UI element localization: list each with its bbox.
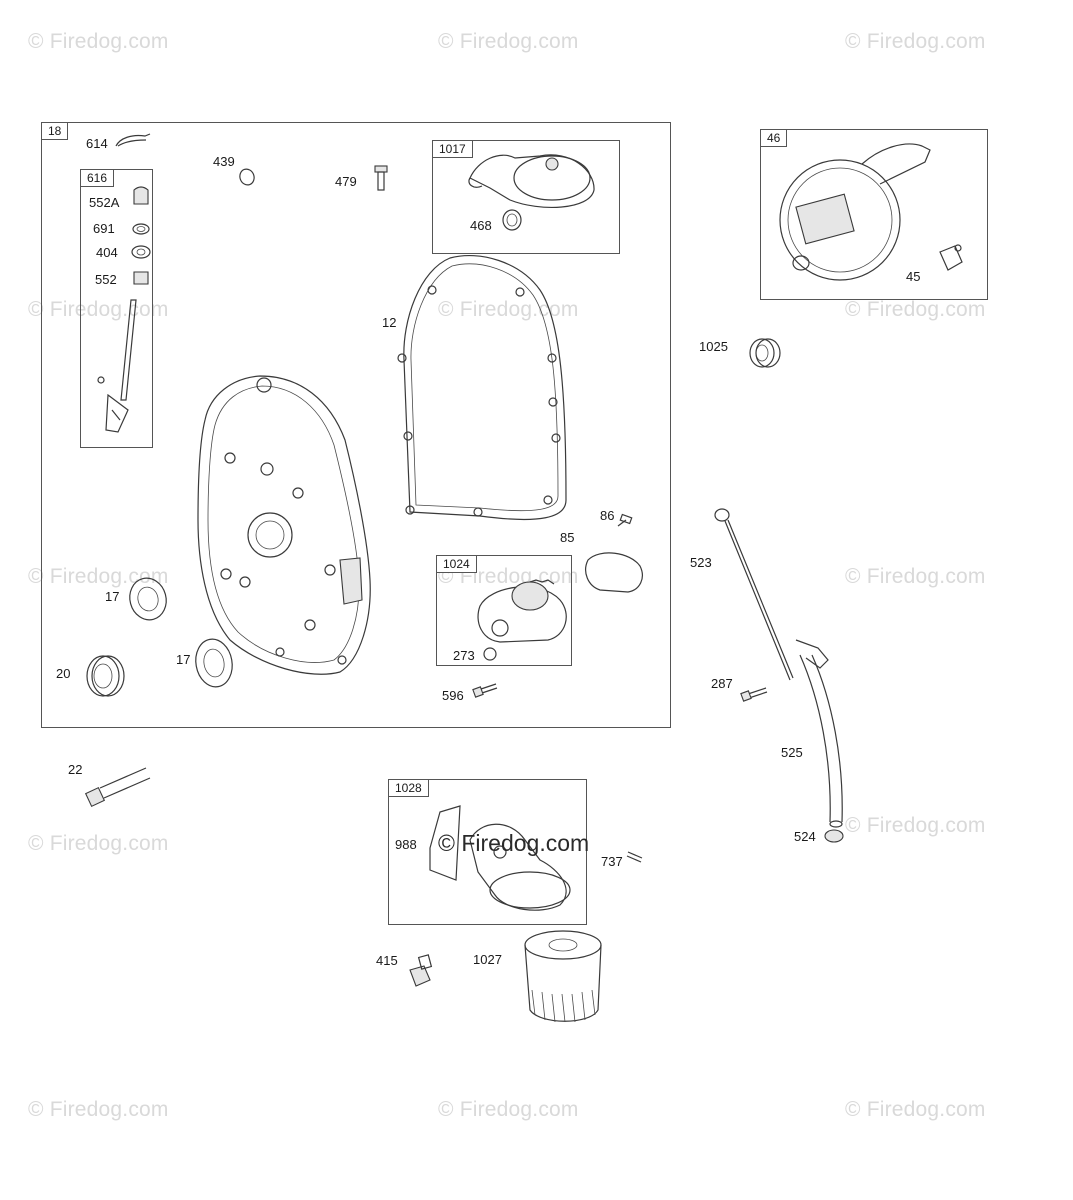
group-box-1028: 1028 <box>388 779 587 925</box>
callout-552a: 552A <box>89 195 120 210</box>
callout-22: 22 <box>68 762 83 777</box>
watermark: © Firedog.com <box>845 814 986 837</box>
hairpin-clip-part <box>115 133 151 147</box>
callout-287: 287 <box>711 676 733 691</box>
breather-part <box>468 154 595 231</box>
watermark-center: © Firedog.com <box>438 830 590 856</box>
oil-filter-part <box>524 930 602 1023</box>
callout-523: 523 <box>690 555 712 570</box>
callout-988: 988 <box>395 837 417 852</box>
watermark: © Firedog.com <box>28 565 169 588</box>
callout-17-right: 17 <box>176 652 191 667</box>
bolt-part <box>84 767 151 808</box>
callout-552: 552 <box>95 272 117 287</box>
group-box-616: 616 <box>80 169 153 448</box>
callout-86: 86 <box>600 508 615 523</box>
callout-415: 415 <box>376 953 398 968</box>
group-label: 1028 <box>388 779 429 797</box>
washer-part <box>239 168 255 186</box>
governor-parts <box>97 186 151 433</box>
callout-691: 691 <box>93 221 115 236</box>
watermark: © Firedog.com <box>845 1098 986 1121</box>
gasket-part <box>397 254 567 521</box>
watermark: © Firedog.com <box>845 565 986 588</box>
callout-596: 596 <box>442 688 464 703</box>
group-box-1024: 1024 <box>436 555 572 666</box>
dipstick-tube-part <box>799 654 843 828</box>
oil-seal-part <box>86 655 125 697</box>
group-label: 18 <box>41 122 69 140</box>
watermark: © Firedog.com <box>28 30 169 53</box>
callout-12: 12 <box>382 315 397 330</box>
screw-part <box>626 851 643 863</box>
group-box-18: 18 <box>41 122 671 728</box>
callout-273: 273 <box>453 648 475 663</box>
cap-part <box>824 829 844 843</box>
watermark: © Firedog.com <box>28 298 169 321</box>
callout-439: 439 <box>213 154 235 169</box>
watermark: © Firedog.com <box>845 298 986 321</box>
callout-524: 524 <box>794 829 816 844</box>
group-label: 1017 <box>432 140 473 158</box>
screw-part <box>617 513 633 527</box>
group-label: 1024 <box>436 555 477 573</box>
watermark: © Firedog.com <box>438 30 579 53</box>
group-box-46: 46 <box>760 129 988 300</box>
callout-614: 614 <box>86 136 108 151</box>
group-label: 46 <box>760 129 788 147</box>
dipstick-part <box>714 508 829 681</box>
bearing-part <box>195 638 233 688</box>
oil-filter-adapter-part <box>429 805 571 911</box>
callout-20: 20 <box>56 666 71 681</box>
callout-45: 45 <box>906 269 921 284</box>
watermark: © Firedog.com <box>438 298 579 321</box>
callout-1025: 1025 <box>699 339 728 354</box>
screw-part <box>374 165 388 191</box>
screw-part <box>740 687 768 702</box>
callout-17-left: 17 <box>105 589 120 604</box>
watermark: © Firedog.com <box>845 30 986 53</box>
watermark: © Firedog.com <box>28 832 169 855</box>
callout-468: 468 <box>470 218 492 233</box>
watermark: © Firedog.com <box>438 1098 579 1121</box>
callout-85: 85 <box>560 530 575 545</box>
callout-404: 404 <box>96 245 118 260</box>
callout-479: 479 <box>335 174 357 189</box>
drain-plug-part <box>409 954 433 987</box>
crankcase-cover-part <box>197 375 371 675</box>
oil-pump-part <box>477 579 567 661</box>
plate-part <box>585 552 643 593</box>
callout-1027: 1027 <box>473 952 502 967</box>
callout-525: 525 <box>781 745 803 760</box>
group-label: 616 <box>80 169 115 187</box>
seal-part <box>749 338 781 368</box>
screw-part <box>472 683 498 698</box>
group-box-1017: 1017 <box>432 140 620 254</box>
camshaft-part <box>779 143 963 281</box>
bearing-part <box>129 577 167 621</box>
callout-737: 737 <box>601 854 623 869</box>
watermark: © Firedog.com <box>28 1098 169 1121</box>
